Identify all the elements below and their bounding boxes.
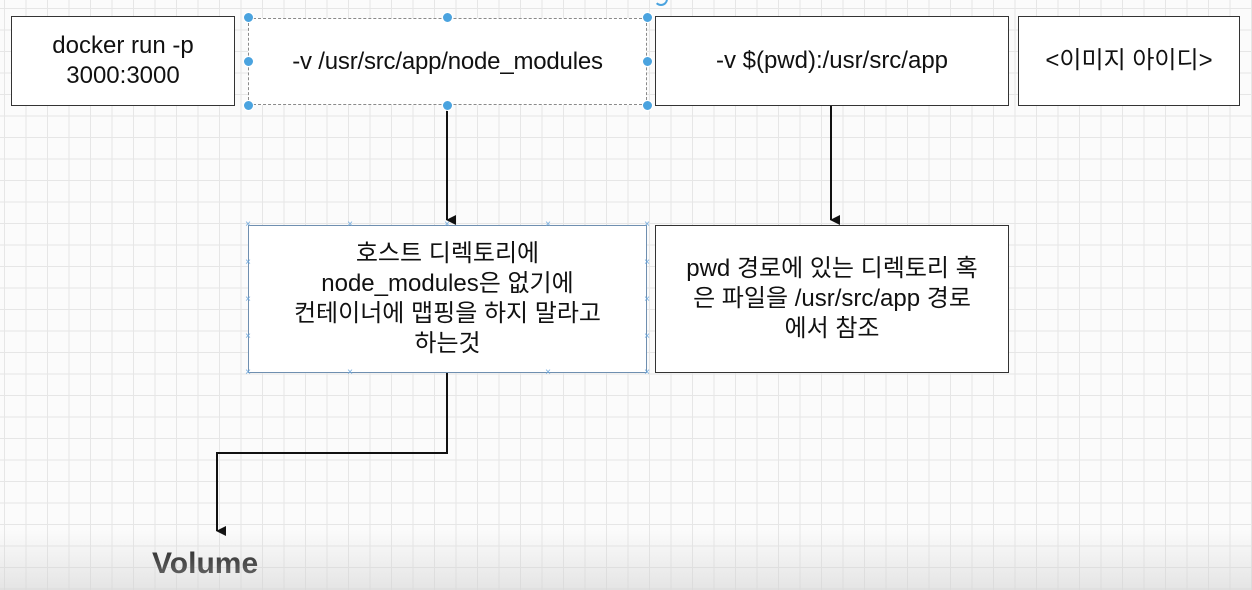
connection-point-icon[interactable]: ×: [444, 219, 450, 230]
selection-handle-bottom-center[interactable]: [442, 100, 453, 111]
docker-run-command-box[interactable]: docker run -p 3000:3000: [11, 16, 235, 106]
arrow-description-to-volume: [216, 373, 448, 536]
selection-handle-bottom-left[interactable]: [243, 100, 254, 111]
connection-point-icon[interactable]: ×: [347, 219, 353, 230]
image-id-box[interactable]: <이미지 아이디>: [1018, 16, 1240, 106]
connection-point-icon[interactable]: ×: [644, 367, 650, 378]
selection-handle-middle-right[interactable]: [642, 56, 653, 67]
docker-run-command-text: docker run -p 3000:3000: [52, 32, 194, 89]
selection-handle-middle-left[interactable]: [243, 56, 254, 67]
node-modules-volume-text: -v /usr/src/app/node_modules: [292, 47, 603, 75]
connection-point-icon[interactable]: ×: [545, 219, 551, 230]
connection-point-icon[interactable]: ×: [644, 219, 650, 230]
pwd-description-box[interactable]: pwd 경로에 있는 디렉토리 혹 은 파일을 /usr/src/app 경로 …: [655, 225, 1009, 373]
connection-point-icon[interactable]: ×: [245, 257, 251, 268]
pwd-volume-box[interactable]: -v $(pwd):/usr/src/app: [655, 16, 1009, 106]
node-modules-description-text: 호스트 디렉토리에 node_modules은 없기에 컨테이너에 맵핑을 하지…: [293, 240, 602, 357]
selection-handle-bottom-right[interactable]: [642, 100, 653, 111]
node-modules-description-box[interactable]: 호스트 디렉토리에 node_modules은 없기에 컨테이너에 맵핑을 하지…: [248, 225, 647, 373]
connection-point-icon[interactable]: ×: [545, 367, 551, 378]
selection-handle-top-center[interactable]: [442, 12, 453, 23]
connection-point-icon[interactable]: ×: [347, 367, 353, 378]
connection-point-icon[interactable]: ×: [644, 257, 650, 268]
connection-point-icon[interactable]: ×: [644, 331, 650, 342]
pwd-volume-text: -v $(pwd):/usr/src/app: [715, 47, 949, 74]
selection-handle-top-left[interactable]: [243, 12, 254, 23]
node-modules-volume-box[interactable]: -v /usr/src/app/node_modules: [248, 18, 647, 105]
pwd-description-text: pwd 경로에 있는 디렉토리 혹 은 파일을 /usr/src/app 경로 …: [686, 255, 978, 342]
connection-point-icon[interactable]: ×: [245, 219, 251, 230]
connection-point-icon[interactable]: ×: [245, 294, 251, 305]
connection-point-icon[interactable]: ×: [245, 331, 251, 342]
connection-point-icon[interactable]: ×: [245, 367, 251, 378]
selection-handle-top-right[interactable]: [642, 12, 653, 23]
connection-point-icon[interactable]: ×: [644, 294, 650, 305]
volume-label[interactable]: Volume: [152, 547, 259, 580]
image-id-text: <이미지 아이디>: [1045, 47, 1213, 74]
